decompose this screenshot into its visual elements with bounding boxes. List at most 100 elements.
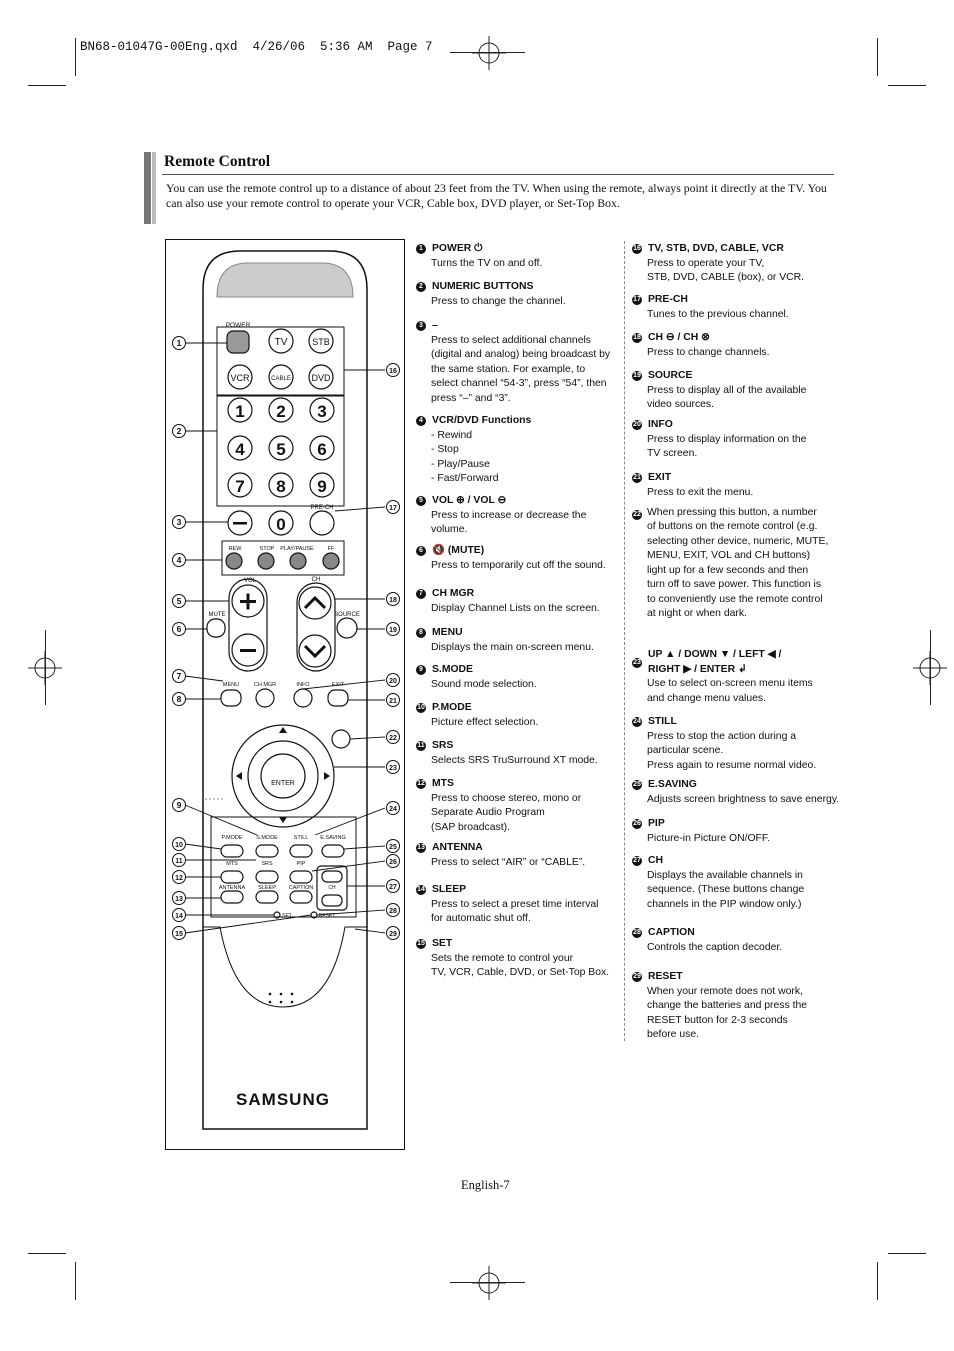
item-title: NUMERIC BUTTONS xyxy=(432,281,534,292)
svg-text:VCR: VCR xyxy=(230,373,250,383)
callout-number: 21 xyxy=(389,698,397,705)
item-description: Controls the caption decoder. xyxy=(647,941,783,953)
description-item: 3–Press to select additional channels (d… xyxy=(416,319,621,406)
column-divider xyxy=(624,241,625,1041)
remote-top-cap xyxy=(216,262,354,298)
callout-marker xyxy=(172,853,186,867)
item-number: 8 xyxy=(416,628,426,639)
svg-text:PLAY/PAUSE: PLAY/PAUSE xyxy=(280,546,314,552)
svg-text:INFO: INFO xyxy=(296,682,310,688)
dvd-button xyxy=(308,364,334,390)
callout-number: 18 xyxy=(389,597,397,604)
item-number: 22 xyxy=(632,510,642,520)
item-title: RESET xyxy=(648,971,683,982)
svg-text:SLEEP: SLEEP xyxy=(258,885,276,891)
power-button xyxy=(226,330,250,354)
stb-button xyxy=(308,328,334,354)
callout-number: 1 xyxy=(177,338,182,348)
numeric-pad-group xyxy=(216,395,345,507)
chmgr-button xyxy=(255,688,275,708)
callout-number: 16 xyxy=(389,368,397,375)
svg-text:EXIT: EXIT xyxy=(332,682,345,688)
item-number: 14 xyxy=(416,885,426,896)
item-heading: 22 xyxy=(632,510,842,520)
callout-number: 13 xyxy=(175,896,183,903)
rew-button xyxy=(225,552,243,570)
item-description: Press to change the channel. xyxy=(431,295,566,307)
callout-marker xyxy=(386,926,400,940)
svg-text:7: 7 xyxy=(235,477,244,496)
item-description: Press to stop the action during a partic… xyxy=(647,730,817,771)
svg-text:ENTER: ENTER xyxy=(271,780,295,787)
svg-text:CABLE: CABLE xyxy=(271,376,291,382)
crop-mark xyxy=(28,1253,66,1254)
item-title: MTS xyxy=(432,778,454,789)
svg-text:P.MODE: P.MODE xyxy=(222,835,243,841)
callout-marker xyxy=(172,870,186,884)
crop-mark xyxy=(888,85,926,86)
item-heading: 13 ANTENNA xyxy=(416,841,621,856)
callout-number: 12 xyxy=(175,875,183,882)
item-number: 16 xyxy=(632,244,642,255)
item-title: ANTENNA xyxy=(432,842,483,853)
callout-number: 11 xyxy=(175,858,183,865)
callout-number: 19 xyxy=(389,627,397,634)
crop-mark xyxy=(450,52,525,53)
item-number: 19 xyxy=(632,371,642,382)
svg-text:8: 8 xyxy=(276,477,285,496)
item-number: 26 xyxy=(632,819,642,830)
svg-text:PRE-CH: PRE-CH xyxy=(310,505,333,511)
section-bar xyxy=(144,152,151,224)
item-title: VCR/DVD Functions xyxy=(432,415,532,426)
callout-marker xyxy=(172,908,186,922)
section-title: Remote Control xyxy=(164,153,271,170)
callout-number: 9 xyxy=(177,800,182,810)
item-title: SOURCE xyxy=(648,370,693,381)
remote-body xyxy=(202,250,368,1130)
item-number: 4 xyxy=(416,416,426,427)
callout-number: 24 xyxy=(389,806,397,813)
callout-marker xyxy=(386,673,400,687)
crop-mark xyxy=(75,1262,76,1300)
vcr-button xyxy=(227,364,253,390)
svg-text:6: 6 xyxy=(317,440,326,459)
item-heading: 3– xyxy=(416,319,621,334)
callout-number: 29 xyxy=(389,931,397,938)
callout-number: 6 xyxy=(177,624,182,634)
callout-number: 4 xyxy=(177,555,182,565)
item-title: CH xyxy=(648,855,664,866)
item-title: STILL xyxy=(648,716,677,727)
svg-text:SOURCE: SOURCE xyxy=(334,612,360,618)
item-description: Tunes to the previous channel. xyxy=(647,308,789,320)
zero-button xyxy=(268,510,294,536)
callout-marker xyxy=(386,801,400,815)
item-title: P.MODE xyxy=(432,702,472,713)
dash-button xyxy=(227,510,253,536)
item-heading: 2 NUMERIC BUTTONS xyxy=(416,280,621,295)
item-title: PRE-CH xyxy=(648,294,688,305)
callout-number: 17 xyxy=(389,505,397,512)
callout-marker xyxy=(172,798,186,812)
callout-marker xyxy=(172,515,186,529)
item-title: S.MODE xyxy=(432,664,473,675)
svg-text:STILL: STILL xyxy=(294,835,309,841)
item-number: 13 xyxy=(416,843,426,854)
svg-text:5: 5 xyxy=(276,440,285,459)
item-number: 2 xyxy=(416,282,426,293)
svg-text:TV: TV xyxy=(275,337,288,348)
